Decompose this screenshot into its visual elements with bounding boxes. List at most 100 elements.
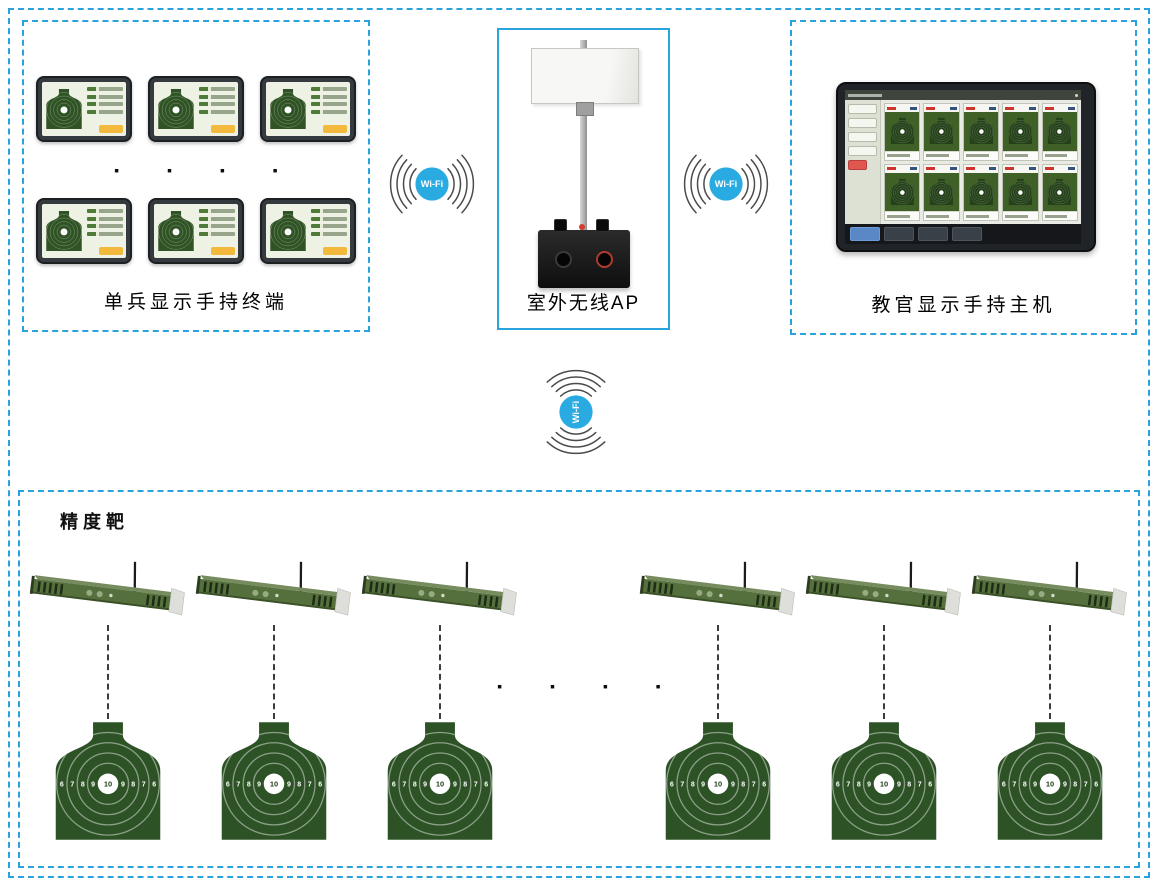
target-lane: 6 7 8 9 10 9 8 7 6 (637, 554, 799, 840)
target-thumbnail-icon (929, 114, 954, 148)
lane-spacer (521, 554, 637, 840)
target-cell-thumbnail (963, 172, 999, 211)
target-grid-row (884, 103, 1079, 161)
instructor-tablet (836, 82, 1096, 252)
ring-number-10: 10 (104, 779, 112, 788)
label-bar (926, 214, 950, 218)
wifi-circle (415, 167, 449, 201)
target-cell-thumbnail (885, 112, 920, 151)
ring-number: 7 (402, 781, 406, 788)
terminal-action-button (211, 125, 235, 133)
terminal-screen (154, 82, 238, 136)
target-cell-label (1003, 150, 1038, 160)
ap-connector-icon (553, 219, 567, 232)
ap-mount-bracket (575, 102, 594, 116)
target-thumbnail-icon (1008, 175, 1033, 209)
info-line (87, 102, 123, 106)
target-cell (1002, 163, 1039, 221)
target-thumbnail-icon (157, 208, 195, 254)
target-lane: 6 7 8 9 10 9 8 7 6 (359, 554, 521, 840)
info-line (311, 231, 347, 236)
ring-number: 7 (846, 781, 850, 788)
ring-number: 7 (680, 781, 684, 788)
target-cell-thumbnail (885, 172, 920, 211)
id-mark (949, 167, 957, 170)
info-line (199, 209, 235, 213)
info-line (199, 216, 235, 221)
sidebar-button (848, 146, 877, 156)
terminal-info-list (311, 207, 347, 255)
target-cell-header (885, 164, 920, 173)
terminal-info-list (311, 85, 347, 133)
ring-number: 6 (392, 781, 396, 788)
ring-number: 9 (867, 781, 871, 788)
terminal-info-list (87, 85, 123, 133)
target-cell-thumbnail (963, 112, 999, 151)
target-thumbnail-icon (45, 86, 83, 132)
ring-numbers: 6 7 8 9 10 9 8 7 6 (1002, 779, 1098, 788)
ring-number: 7 (308, 781, 312, 788)
targets-group-box: 精度靶 6 7 (18, 490, 1140, 868)
terminals-label: 单兵显示手持终端 (103, 292, 288, 313)
ring-number-10: 10 (880, 779, 888, 788)
ring-number: 8 (81, 781, 85, 788)
target-sensor-bar (195, 561, 351, 616)
ring-number: 9 (897, 781, 901, 788)
info-line (199, 87, 235, 91)
target-cell (923, 103, 960, 161)
target-grid (881, 100, 1081, 224)
wifi-link-terminals: Wi-Fi (372, 152, 492, 216)
wifi-label: Wi-Fi (421, 179, 443, 189)
handheld-terminal (148, 76, 244, 142)
info-line (311, 94, 347, 99)
ring-number: 9 (701, 781, 705, 788)
wifi-link-targets: Wi-Fi (544, 352, 608, 472)
info-line (311, 224, 347, 228)
terminal-screen (42, 82, 126, 136)
sidebar-button (848, 118, 877, 128)
terminal-screen (154, 204, 238, 258)
instructor-label: 教官显示手持主机 (871, 295, 1056, 316)
label-bar (1005, 154, 1029, 157)
id-mark (1028, 167, 1036, 170)
connection-line (439, 625, 441, 719)
handheld-terminal (260, 76, 356, 142)
terminal-info-list (199, 207, 235, 255)
wifi-icon: Wi-Fi (683, 154, 769, 214)
label-bar (1005, 214, 1029, 218)
terminal-row (36, 198, 356, 264)
info-line (87, 231, 123, 236)
terminal-action-button (323, 125, 347, 133)
label-bar (926, 154, 950, 157)
terminal-info-list (87, 207, 123, 255)
toolbar-tab (952, 227, 982, 241)
wifi-label: Wi-Fi (715, 179, 737, 189)
ring-number: 9 (1033, 781, 1037, 788)
bottom-toolbar (845, 224, 1081, 244)
ring-number: 8 (907, 781, 911, 788)
ap-port-icon (554, 251, 572, 268)
ring-numbers: 6 7 8 9 10 9 8 7 6 (60, 779, 156, 788)
ring-number: 9 (1063, 781, 1067, 788)
target-cell-header (963, 104, 999, 112)
target-cell-thumbnail (1003, 112, 1038, 151)
id-mark (949, 106, 957, 110)
ring-number: 6 (60, 781, 64, 788)
target-lane: 6 7 8 9 10 9 8 7 6 (27, 554, 189, 840)
info-line (311, 216, 347, 221)
target-cell (1041, 103, 1079, 161)
silhouette-target: 6 7 8 9 10 9 8 7 6 (52, 722, 164, 840)
target-cell-header (1003, 164, 1038, 173)
ap-antenna-panel (530, 48, 639, 104)
target-thumbnail-icon (969, 175, 994, 209)
target-lane: 6 7 8 9 10 9 8 7 6 (803, 554, 965, 840)
ring-number: 6 (762, 781, 766, 788)
terminals-grid: ▪ ▪ ▪ ▪ (24, 76, 368, 264)
target-cell-thumbnail (924, 172, 959, 211)
ring-number: 6 (836, 781, 840, 788)
wifi-icon: Wi-Fi (389, 154, 475, 214)
ring-number: 6 (1002, 781, 1006, 788)
connection-line (883, 625, 885, 719)
target-cell-header (1003, 104, 1038, 112)
ap-connector-icon (595, 219, 609, 232)
